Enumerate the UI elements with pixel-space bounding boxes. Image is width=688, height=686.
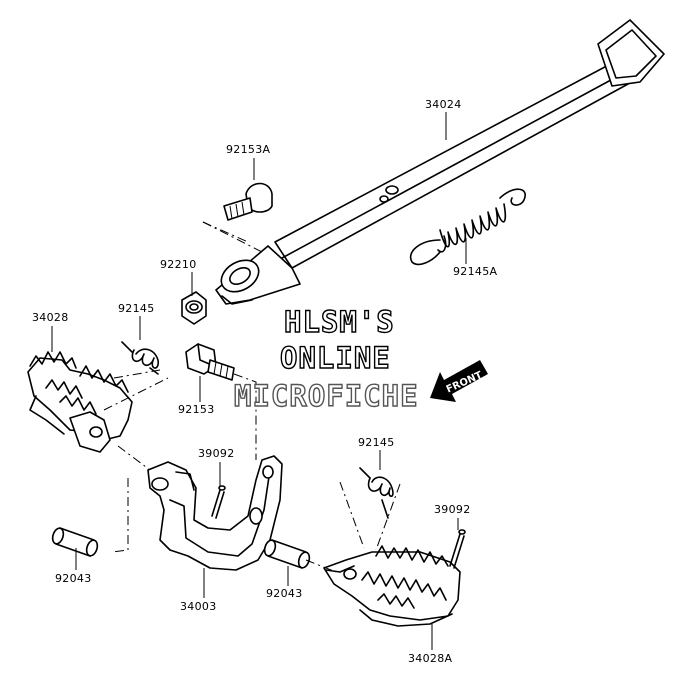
footrest-34028[interactable] [27,351,133,453]
label-92153A[interactable]: 92153A [226,143,270,156]
label-92043-right[interactable]: 92043 [266,587,303,600]
bolt-92153A[interactable] [202,182,273,253]
label-92153[interactable]: 92153 [178,403,215,416]
part-labels: 34024 92153A 92210 92145A 34028 92145 92… [32,98,497,665]
label-39092-right[interactable]: 39092 [434,503,471,516]
label-92043-left[interactable]: 92043 [55,572,92,585]
label-34028A[interactable]: 34028A [408,652,452,665]
watermark: HLSM'S ONLINE MICROFICHE [233,304,419,413]
footrest-34028A[interactable] [323,545,461,627]
spring-92145-left[interactable] [103,341,169,411]
cotter-pin-39092-right[interactable] [449,529,466,569]
spring-92145A[interactable] [409,188,526,266]
label-34024[interactable]: 34024 [425,98,462,111]
watermark-line2: ONLINE [280,341,391,375]
label-34003[interactable]: 34003 [180,600,217,613]
label-92145-left[interactable]: 92145 [118,302,155,315]
label-92145A[interactable]: 92145A [453,265,497,278]
spring-92145-right[interactable] [339,467,401,551]
label-39092-left[interactable]: 39092 [198,447,235,460]
watermark-line3: MICROFICHE [234,379,419,413]
front-arrow-icon: FRONT [430,360,488,402]
watermark-line1: HLSM'S [284,305,395,339]
label-34028[interactable]: 34028 [32,311,69,324]
collar-92210[interactable] [181,291,207,325]
label-92145-right[interactable]: 92145 [358,436,395,449]
bolt-92153[interactable] [185,343,257,460]
bracket-34003[interactable] [111,445,283,571]
pin-92043-right[interactable] [263,539,337,573]
label-92210[interactable]: 92210 [160,258,197,271]
cotter-pin-39092-left[interactable] [211,485,226,519]
side-stand-34024[interactable] [215,19,665,305]
pin-92043-left[interactable] [51,527,99,557]
